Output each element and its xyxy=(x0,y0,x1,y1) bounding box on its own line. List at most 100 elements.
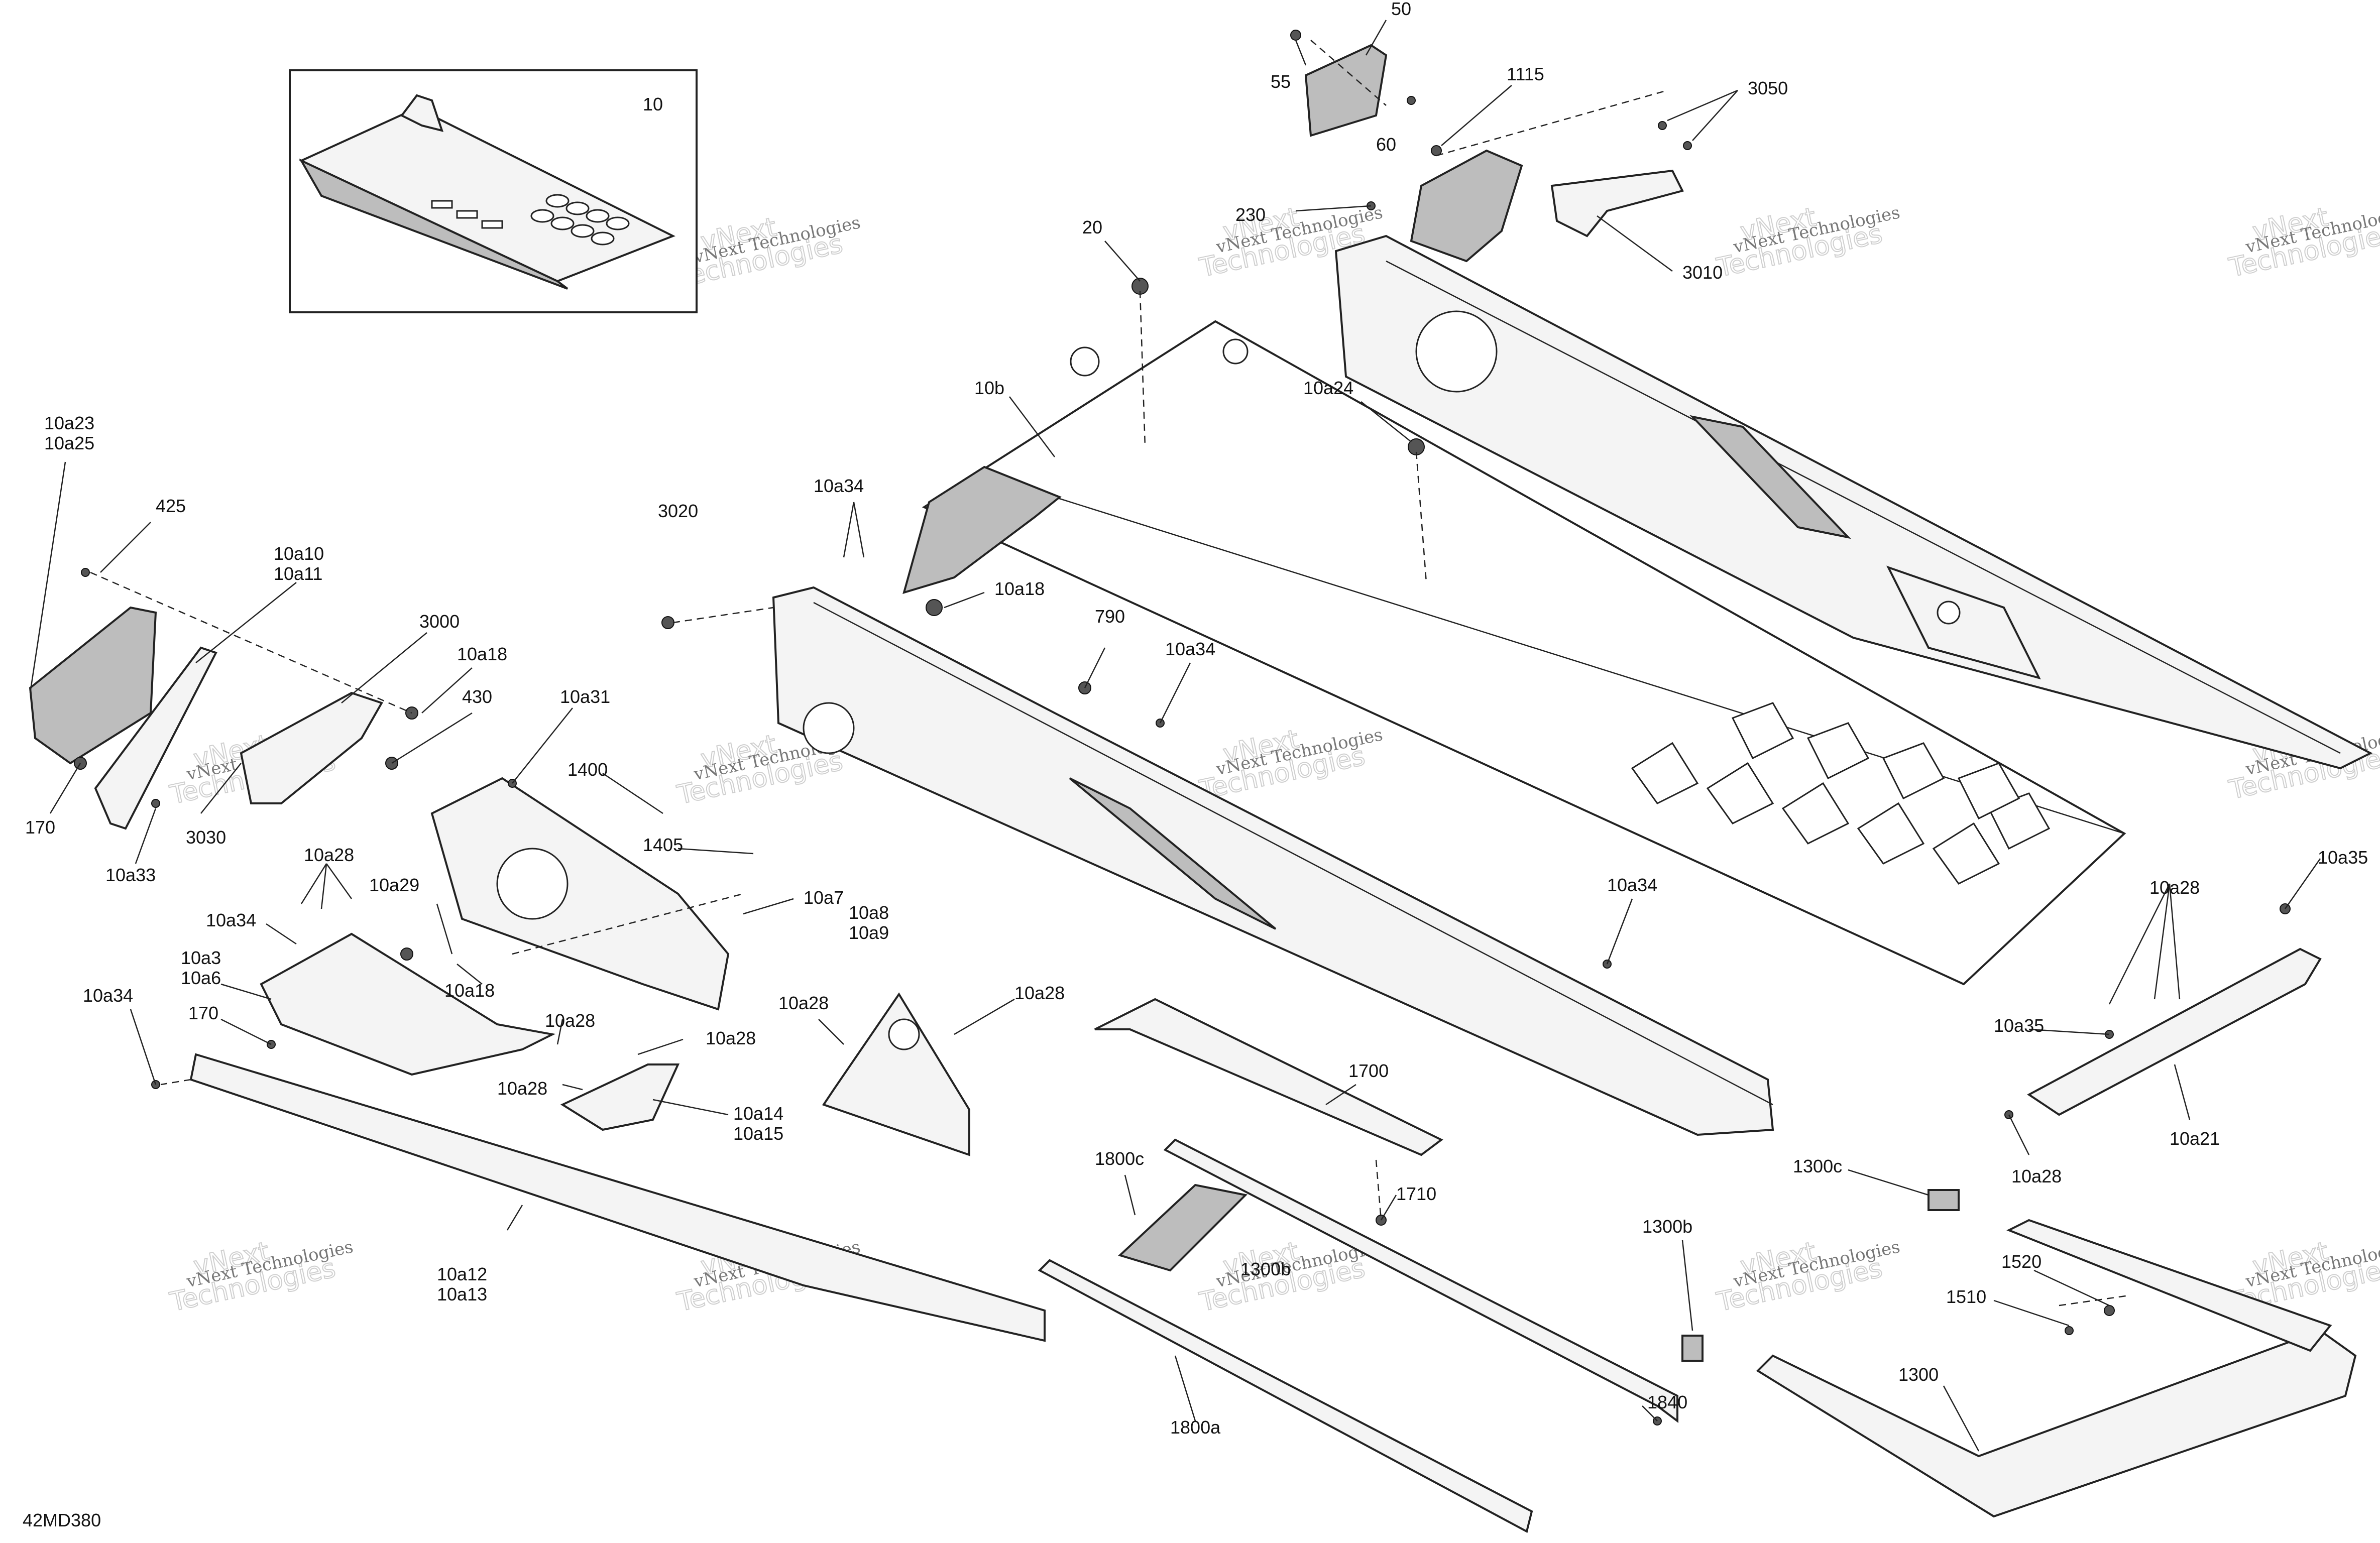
callout-10a24[interactable]: 10a24 xyxy=(1303,378,1353,398)
rail-1800c[interactable] xyxy=(1118,1138,1678,1423)
watermark: vNext Technologies vNext Technologies xyxy=(2226,201,2380,284)
callout-1800a[interactable]: 1800a xyxy=(1170,1417,1221,1438)
tunnel-frame[interactable] xyxy=(772,320,2126,1136)
callout-10a7[interactable]: 10a7 xyxy=(804,887,844,908)
callout-10a28[interactable]: 10a28 xyxy=(304,845,354,865)
callout-1300c[interactable]: 1300c xyxy=(1793,1156,1842,1176)
bracket-1115[interactable] xyxy=(1410,149,1523,263)
callout-1840[interactable]: 1840 xyxy=(1647,1392,1687,1412)
deck-cutouts xyxy=(1631,702,2051,885)
runner-10a12[interactable] xyxy=(189,1053,1046,1342)
callout-10b[interactable]: 10b xyxy=(974,378,1004,398)
callout-1405[interactable]: 1405 xyxy=(643,835,683,855)
fasteners xyxy=(74,30,2291,1426)
rail-1800a[interactable] xyxy=(1038,1259,1533,1533)
watermark: vNext Technologies vNext Technologies xyxy=(674,211,862,294)
bracket-10a8[interactable] xyxy=(822,992,970,1156)
watermark: vNext Technologies vNext Technologies xyxy=(1714,1236,1902,1318)
callout-10a35[interactable]: 10a35 xyxy=(1994,1015,2044,1036)
callout-10a18[interactable]: 10a18 xyxy=(457,644,507,664)
callout-170[interactable]: 170 xyxy=(25,817,55,838)
part-1300c[interactable] xyxy=(1928,1189,1960,1211)
callout-10a33[interactable]: 10a33 xyxy=(105,865,156,885)
callout-230[interactable]: 230 xyxy=(1235,204,1266,225)
callout-10a25[interactable]: 10a25 xyxy=(44,433,94,453)
callout-10a28[interactable]: 10a28 xyxy=(1014,983,1065,1003)
callout-10a23[interactable]: 10a23 xyxy=(44,413,94,433)
bracket-3010[interactable] xyxy=(1550,169,1684,238)
callout-55[interactable]: 55 xyxy=(1271,71,1291,92)
callout-10a28[interactable]: 10a28 xyxy=(497,1078,547,1099)
callout-10a31[interactable]: 10a31 xyxy=(560,686,610,707)
plate-10a31[interactable] xyxy=(430,777,730,1011)
callout-170[interactable]: 170 xyxy=(188,1003,218,1023)
leader-lines xyxy=(29,20,2321,1452)
callout-10a10[interactable]: 10a10 xyxy=(274,543,324,564)
callout-1400[interactable]: 1400 xyxy=(568,759,608,780)
bracket-10a14[interactable] xyxy=(560,1063,680,1131)
bar-10a10[interactable] xyxy=(94,646,217,830)
callout-10a34[interactable]: 10a34 xyxy=(1607,875,1657,895)
callout-20[interactable]: 20 xyxy=(1082,217,1102,238)
callout-10a28[interactable]: 10a28 xyxy=(778,993,829,1013)
callout-60[interactable]: 60 xyxy=(1376,134,1396,155)
callout-1700[interactable]: 1700 xyxy=(1348,1060,1389,1081)
bracket-10a21[interactable] xyxy=(2027,947,2322,1116)
callout-3010[interactable]: 3010 xyxy=(1682,262,1723,283)
bracket-3000[interactable] xyxy=(240,691,383,804)
bumper-1300[interactable] xyxy=(1756,1219,2357,1518)
callout-10a34[interactable]: 10a34 xyxy=(1165,639,1215,659)
callout-10a12[interactable]: 10a12 xyxy=(437,1264,487,1284)
callout-labels: 50 55 60 1115 3050 230 3010 10 20 10b 10… xyxy=(25,0,2368,1438)
callout-10a34[interactable]: 10a34 xyxy=(83,985,133,1006)
callout-10a28[interactable]: 10a28 xyxy=(2011,1166,2062,1186)
callout-3000[interactable]: 3000 xyxy=(419,611,460,632)
callout-790[interactable]: 790 xyxy=(1095,606,1125,627)
watermark: vNext Technologies vNext Technologies xyxy=(167,1236,355,1318)
callout-1300[interactable]: 1300 xyxy=(1898,1364,1939,1385)
rail-1700[interactable] xyxy=(1094,998,1443,1156)
callout-10a34[interactable]: 10a34 xyxy=(814,476,864,496)
callout-10a21[interactable]: 10a21 xyxy=(2170,1128,2220,1149)
callout-10a11[interactable]: 10a11 xyxy=(274,563,322,584)
plate-50[interactable] xyxy=(1304,44,1388,137)
rear-rail-frame[interactable] xyxy=(1334,234,2373,770)
callout-1800c[interactable]: 1800c xyxy=(1095,1148,1144,1169)
callout-10a28[interactable]: 10a28 xyxy=(706,1028,756,1048)
callout-10a13[interactable]: 10a13 xyxy=(437,1284,487,1304)
inset-assembly-box[interactable] xyxy=(289,69,698,313)
callout-10a18[interactable]: 10a18 xyxy=(994,578,1045,599)
callout-10a3[interactable]: 10a3 xyxy=(181,947,221,968)
callout-10a28[interactable]: 10a28 xyxy=(545,1010,595,1031)
callout-1300b[interactable]: 1300b xyxy=(1240,1259,1291,1279)
callout-3050[interactable]: 3050 xyxy=(1748,78,1788,98)
callout-10[interactable]: 10 xyxy=(643,94,663,114)
callout-1710[interactable]: 1710 xyxy=(1396,1183,1436,1204)
bracket-10a3[interactable] xyxy=(260,932,556,1076)
callout-10a15[interactable]: 10a15 xyxy=(733,1123,783,1144)
watermark: vNext Technologies vNext Technologies xyxy=(1714,201,1902,284)
callout-50[interactable]: 50 xyxy=(1391,0,1411,19)
callout-10a6[interactable]: 10a6 xyxy=(181,968,221,988)
callout-10a9[interactable]: 10a9 xyxy=(849,922,889,943)
diagram-code: 42MD380 xyxy=(23,1510,101,1530)
watermark: vNext Technologies vNext Technologies xyxy=(1196,724,1385,806)
callout-3020[interactable]: 3020 xyxy=(658,501,698,521)
callout-10a14[interactable]: 10a14 xyxy=(733,1103,783,1124)
part-1300b[interactable] xyxy=(1681,1335,1704,1362)
callout-1520[interactable]: 1520 xyxy=(2001,1251,2042,1272)
callout-10a35[interactable]: 10a35 xyxy=(2318,847,2368,868)
callout-1510[interactable]: 1510 xyxy=(1946,1286,1986,1307)
callout-425[interactable]: 425 xyxy=(156,496,186,516)
callout-10a34[interactable]: 10a34 xyxy=(206,910,256,930)
callout-10a18[interactable]: 10a18 xyxy=(444,980,495,1001)
callout-1115[interactable]: 1115 xyxy=(1507,64,1544,84)
callout-10a28[interactable]: 10a28 xyxy=(2149,877,2200,898)
callout-10a8[interactable]: 10a8 xyxy=(849,902,889,923)
callout-3030[interactable]: 3030 xyxy=(186,827,226,848)
callout-10a29[interactable]: 10a29 xyxy=(369,875,419,895)
callout-1300b[interactable]: 1300b xyxy=(1642,1216,1692,1237)
callout-430[interactable]: 430 xyxy=(462,686,492,707)
inset-cutouts xyxy=(431,194,630,246)
